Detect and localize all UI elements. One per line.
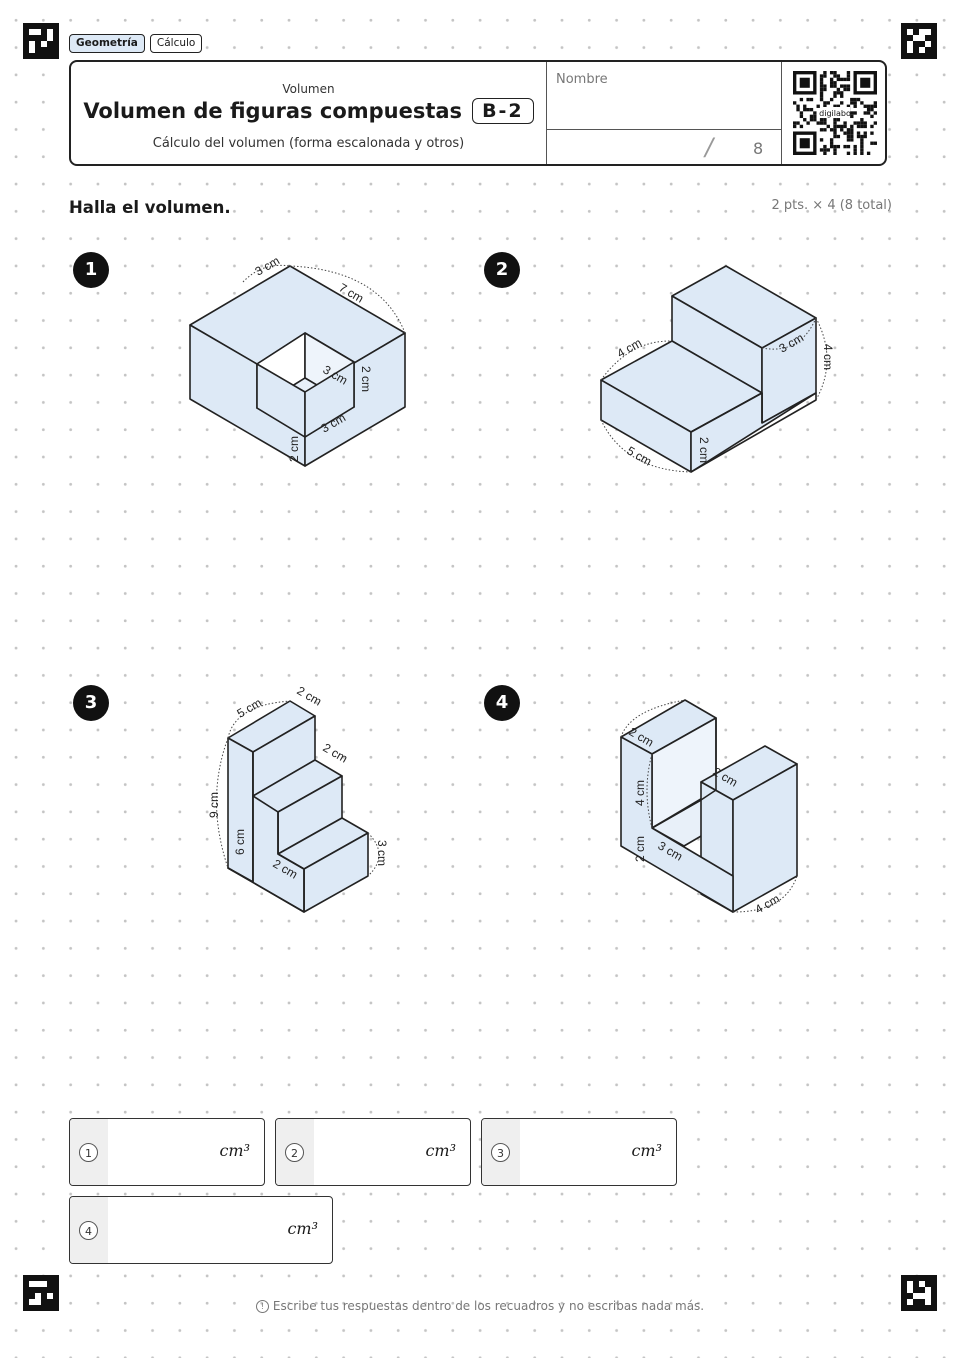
figure-2-solid (600, 265, 828, 473)
figure-3-dim-4: 9 cm (207, 792, 221, 818)
score-max: 8 (753, 139, 764, 158)
answer-number-3: 3 (491, 1143, 510, 1162)
answer-unit-2: cm³ (425, 1141, 456, 1160)
page-description: Cálculo del volumen (forma escalonada y … (152, 136, 465, 151)
footer-note: !Escribe tus respuestas dentro de los re… (0, 1299, 960, 1313)
figure-3-solid (216, 700, 380, 913)
instruction-text: Halla el volumen. (69, 198, 231, 217)
score-slash: / (705, 133, 714, 161)
figure-3-dim-2: 2 cm (295, 683, 325, 708)
answer-number-2: 2 (285, 1143, 304, 1162)
figure-1-dim-6: 2 cm (287, 436, 301, 462)
corner-marker-bottom-left (23, 1275, 59, 1311)
problem-number-2: 2 (484, 252, 520, 288)
figure-1-solid (189, 264, 406, 467)
points-info: 2 pts. × 4 (8 total) (771, 198, 893, 213)
answer-box-2[interactable]: 2 cm³ (275, 1118, 471, 1186)
answer-unit-3: cm³ (631, 1141, 662, 1160)
corner-marker-bottom-right (901, 1275, 937, 1311)
corner-marker-top-left (23, 23, 59, 59)
name-label: Nombre (556, 72, 608, 87)
footer-text: Escribe tus respuestas dentro de los rec… (272, 1299, 705, 1313)
figure-4-dim-2: 4 cm (633, 780, 647, 806)
answer-box-1[interactable]: 1 cm³ (69, 1118, 265, 1186)
figure-2-dim-1: 4 cm (615, 335, 645, 360)
figure-4-dim-4: 2 cm (633, 836, 647, 862)
problem-number-4: 4 (484, 685, 520, 721)
figure-3-dim-3: 2 cm (321, 740, 351, 765)
worksheet-header: Volumen Volumen de figuras compuestas B-… (69, 60, 887, 166)
qr-code-icon: digilabo (793, 71, 877, 155)
title-block: Volumen Volumen de figuras compuestas B-… (71, 62, 547, 164)
problem-number-1: 1 (73, 252, 109, 288)
qr-label: digilabo (819, 109, 851, 118)
qr-code-area: digilabo (781, 62, 888, 164)
subject-label: Volumen (282, 82, 335, 96)
answer-box-3[interactable]: 3 cm³ (481, 1118, 677, 1186)
problem-number-3: 3 (73, 685, 109, 721)
tag-calculation[interactable]: Cálculo (149, 34, 203, 53)
answer-box-4[interactable]: 4 cm³ (69, 1196, 333, 1264)
figure-3-dim-7: 3 cm (375, 840, 389, 866)
figure-4-solid (620, 699, 798, 913)
info-icon: ! (255, 1300, 269, 1313)
answer-unit-1: cm³ (219, 1141, 250, 1160)
page-title: Volumen de figuras compuestas (83, 99, 463, 123)
score-field[interactable]: / 8 (547, 130, 781, 164)
level-code: B-2 (472, 98, 534, 124)
figures-layer: 3 cm 7 cm 3 cm 2 cm 3 cm 2 cm 4 cm 3 cm … (189, 253, 835, 917)
name-field[interactable]: Nombre (547, 62, 781, 130)
tag-list: Geometría Cálculo (69, 34, 203, 53)
figure-1-dim-4: 2 cm (359, 366, 373, 392)
answer-unit-4: cm³ (287, 1219, 318, 1238)
corner-marker-top-right (901, 23, 937, 59)
tag-geometry[interactable]: Geometría (69, 34, 145, 53)
figure-3-dim-1: 5 cm (235, 695, 265, 720)
figure-2-dim-5: 2 cm (697, 437, 711, 463)
figure-3-dim-5: 6 cm (233, 829, 247, 855)
answer-number-1: 1 (79, 1143, 98, 1162)
figure-2-dim-3: 4 cm (821, 344, 835, 370)
answer-number-4: 4 (79, 1221, 98, 1240)
